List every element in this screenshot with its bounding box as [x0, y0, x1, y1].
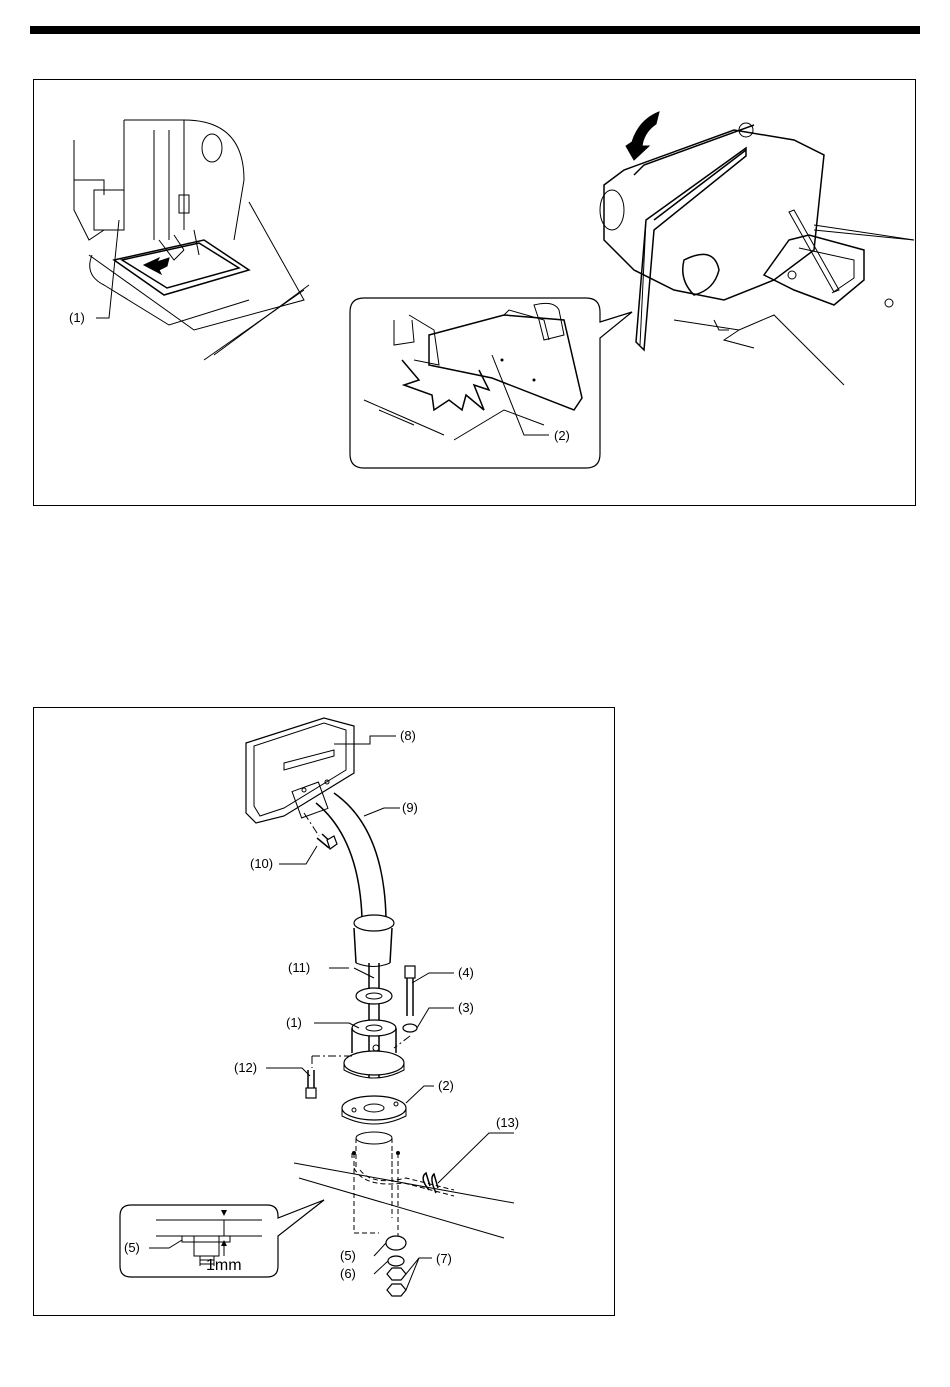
figure-1-illustration: (1)	[34, 80, 915, 505]
label-2: (2)	[438, 1078, 454, 1093]
label-7: (7)	[436, 1251, 452, 1266]
header-rule	[30, 26, 920, 34]
inset-bubble	[350, 298, 632, 468]
label-1: (1)	[69, 310, 85, 325]
inset-label-5: (5)	[124, 1240, 140, 1255]
label-1: (1)	[286, 1015, 302, 1030]
tilted-machine-drawing	[600, 112, 914, 385]
figure-2-labels: (8) (9) (10) (11) (4) (1) (3) (12) (2) (…	[34, 708, 614, 1315]
figure-1-frame: (1)	[33, 79, 916, 506]
label-3: (3)	[458, 1000, 474, 1015]
label-13: (13)	[496, 1115, 519, 1130]
sewing-head-drawing	[74, 120, 309, 360]
label-9: (9)	[402, 800, 418, 815]
label-5: (5)	[340, 1248, 356, 1263]
inset-dimension: 1mm	[206, 1257, 242, 1274]
label-6: (6)	[340, 1266, 356, 1281]
label-4: (4)	[458, 965, 474, 980]
label-10: (10)	[250, 856, 273, 871]
label-11: (11)	[288, 960, 310, 975]
figure-2-frame: (8) (9) (10) (11) (4) (1) (3) (12) (2) (…	[33, 707, 615, 1316]
label-2: (2)	[554, 428, 570, 443]
label-12: (12)	[234, 1060, 257, 1075]
label-8: (8)	[400, 728, 416, 743]
